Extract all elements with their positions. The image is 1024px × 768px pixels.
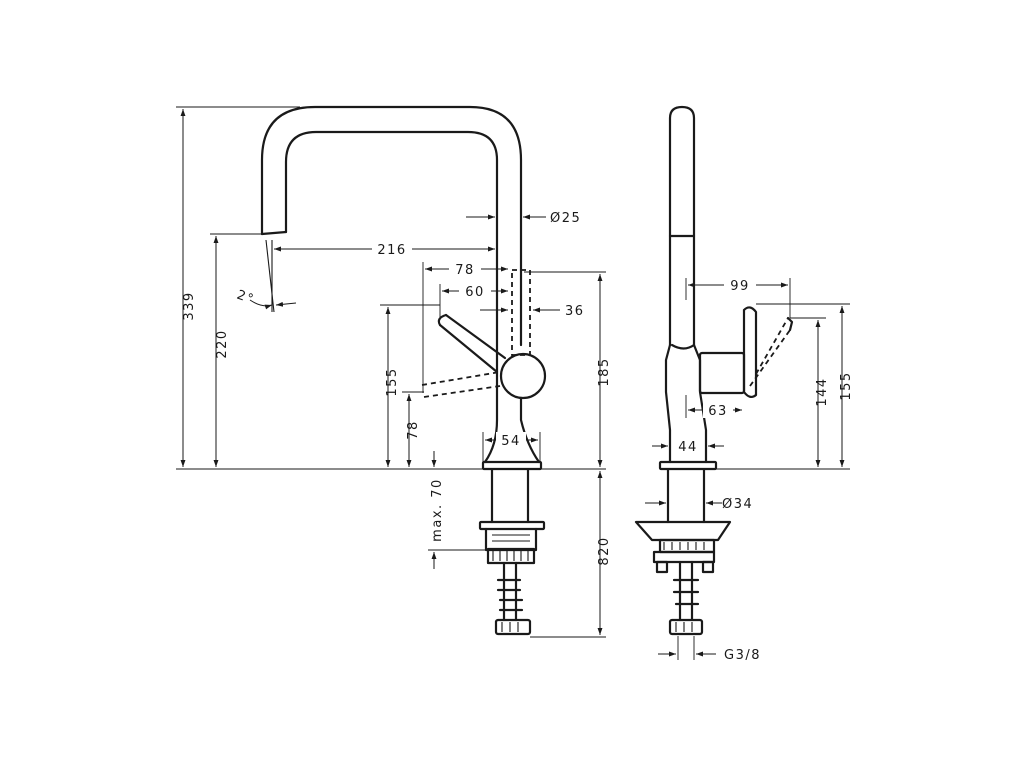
- dim-54-label: 54: [501, 434, 521, 449]
- dim-78-vertical-label: 78: [406, 420, 421, 440]
- side-dim-155-label: 155: [839, 371, 854, 400]
- side-dim-44-label: 44: [678, 440, 698, 455]
- dim-36-label: 36: [565, 304, 585, 319]
- side-spout: [668, 105, 696, 347]
- dim-155-label: 155: [385, 367, 400, 396]
- dim-d25-label: Ø25: [550, 211, 581, 226]
- side-dim-144-label: 144: [815, 377, 830, 406]
- side-dim-99-label: 99: [730, 279, 750, 294]
- front-view: 339 220 216 2° Ø25 78 60 36 15: [176, 105, 612, 638]
- side-dim-g38-label: G3/8: [724, 648, 761, 663]
- side-dim-d34-label: Ø34: [722, 497, 753, 512]
- dim-2deg-label: 2°: [235, 288, 257, 308]
- lever-handle: [438, 313, 507, 374]
- dim-185-label: 185: [597, 357, 612, 386]
- dim-820-label: 820: [597, 536, 612, 565]
- dim-78-horizontal-label: 78: [455, 263, 475, 278]
- side-dim-63-label: 63: [708, 404, 728, 419]
- dim-339-label: 339: [182, 291, 197, 320]
- base-rosette: [481, 460, 543, 471]
- side-view: 99 63 144 155 44 Ø34 G3/8: [634, 105, 854, 663]
- dim-216-label: 216: [377, 243, 406, 258]
- handle-knob: [499, 352, 547, 400]
- dim-220-label: 220: [215, 329, 230, 358]
- dim-max70-label: max. 70: [430, 478, 445, 542]
- dim-60-label: 60: [465, 285, 485, 300]
- spout-outline: [260, 105, 523, 272]
